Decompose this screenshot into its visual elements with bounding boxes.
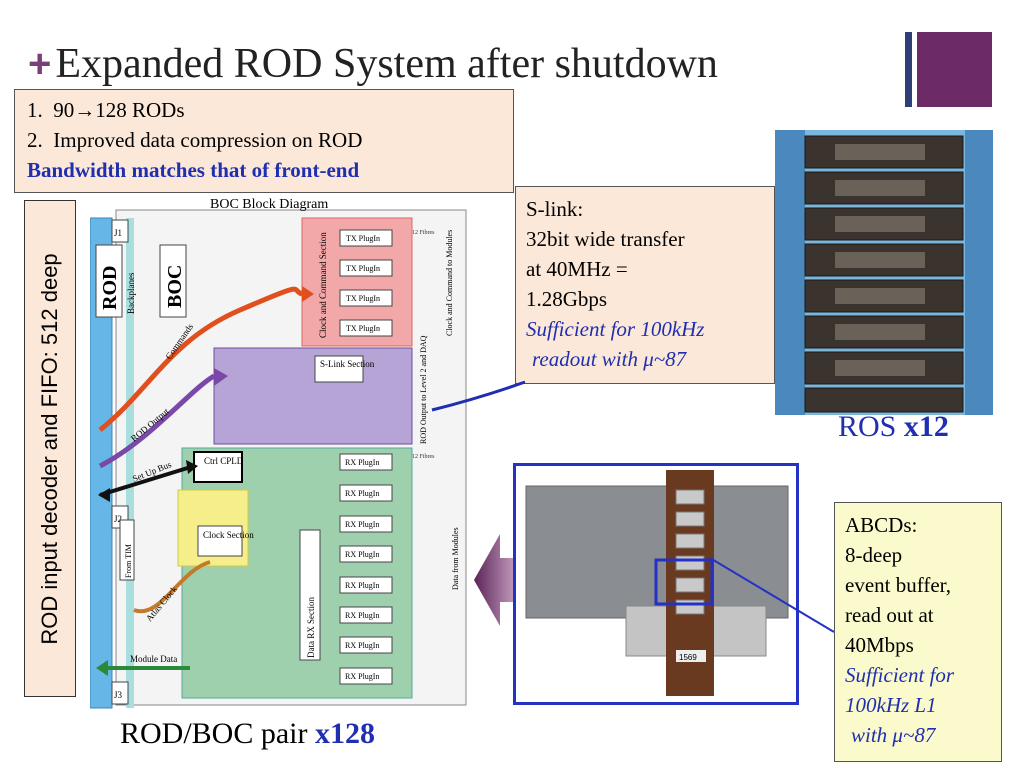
fibres-label-1: 12 Fibres [412,230,435,236]
slide-title: +Expanded ROD System after shutdown [28,38,718,90]
j1-label: J1 [114,228,122,238]
boc-label: BOC [164,265,186,308]
rodboc-caption: ROD/BOC pair x128 [120,717,375,751]
slink-line-5: Sufficient for 100kHz [526,317,705,341]
summary-item-2-text: Improved data compression on ROD [53,128,363,152]
slink-line-6: readout with μ~87 [532,347,687,371]
module-data-label: Module Data [130,654,177,664]
module-label: 1569 [679,653,697,662]
abcd-module-photo: 1569 [513,463,799,705]
clock-command-label: Clock and Command Section [318,232,328,338]
slink-line-1: S-link: [526,197,584,221]
rx-plugin-1: RX PlugIn [345,458,379,467]
left-arrow-icon [474,534,518,626]
rodboc-caption-count: x128 [315,717,375,750]
backplane-strip [126,218,134,708]
rx-plugin-4: RX PlugIn [345,550,379,559]
from-tim-label: From TIM [124,544,133,578]
abcd-highlight-box [654,558,714,606]
abcd-line-7: 100kHz L1 [845,693,937,717]
data-from-label: Data from Modules [451,527,460,590]
commands-arrow [98,286,304,432]
fifo-side-label-text: ROD input decoder and FIFO: 512 deep [37,252,62,645]
summary-emphasis: Bandwidth matches that of front-end [27,158,360,182]
data-rx-label: Data RX Section [306,597,316,658]
setup-bus-arrow [99,464,195,497]
abcd-connector-line [709,557,835,633]
slink-section [213,347,413,445]
abcd-line-6: Sufficient for [845,663,955,687]
rod-output-arrow [98,373,216,469]
rx-plugin-5: RX PlugIn [345,581,379,590]
summary-item-1-text: 90→128 RODs [53,98,185,122]
j3-label: J3 [114,690,123,700]
slink-line-2: 32bit wide transfer [526,227,685,251]
tx-plugin-2: TX PlugIn [346,264,380,273]
decorative-bar-blue [905,32,912,107]
diagram-title: BOC Block Diagram [210,197,328,212]
tx-plugin-3: TX PlugIn [346,294,380,303]
clock-command-to-label: Clock and Command to Modules [445,230,454,336]
rod-output-label: ROD Output to Level 2 and DAQ [419,335,428,444]
summary-box: 1. 90→128 RODs 2. Improved data compress… [14,89,514,193]
rodboc-caption-text: ROD/BOC pair [120,717,315,750]
atlas-clock-arrow [133,560,211,614]
tx-plugin-4: TX PlugIn [346,324,380,333]
ctrl-cpld-label: Ctrl CPLD [204,456,244,466]
slink-line-4: 1.28Gbps [526,287,608,311]
slide-title-text: Expanded ROD System after shutdown [55,41,718,87]
fibres-label-2: 12 Fibres [412,454,435,460]
ros-caption: ROS x12 [838,410,949,444]
ros-caption-count: x12 [903,410,949,443]
rod-label: ROD [99,266,121,310]
decorative-square-purple [917,32,992,107]
abcd-line-1: ABCDs: [845,513,918,537]
abcd-info-box: ABCDs: 8-deep event buffer, read out at … [834,502,1002,762]
abcd-line-5: 40Mbps [845,633,914,657]
slink-section-label: S-Link Section [320,359,375,369]
module-illustration: 1569 [525,470,789,696]
slink-connector-line [431,380,526,412]
j2-label: J2 [114,514,122,524]
slink-line-3: at 40MHz = [526,257,628,281]
summary-item-2-number: 2. [27,128,43,152]
fifo-side-label: ROD input decoder and FIFO: 512 deep [24,200,76,697]
ctrl-cpld-box [193,451,243,483]
rx-plugin-6: RX PlugIn [345,611,379,620]
abcd-line-3: event buffer, [845,573,952,597]
tx-plugin-1: TX PlugIn [346,234,380,243]
rx-plugin-2: RX PlugIn [345,489,379,498]
abcd-line-4: read out at [845,603,934,627]
abcd-line-8: with μ~87 [851,723,936,747]
summary-item-1: 1. 90→128 RODs [27,98,185,123]
ros-caption-text: ROS [838,410,904,443]
ros-rack-photo [775,130,993,415]
summary-item-1-number: 1. [27,98,43,122]
boc-block-diagram: J1 J2 J3 ROD Backplanes BOC BOC Block Di… [90,197,467,709]
rx-plugin-7: RX PlugIn [345,641,379,650]
rx-plugin-3: RX PlugIn [345,520,379,529]
rx-plugin-8: RX PlugIn [345,672,379,681]
summary-item-2: 2. Improved data compression on ROD [27,128,362,153]
plus-icon: + [28,42,52,86]
abcd-line-2: 8-deep [845,543,903,567]
clock-section-label: Clock Section [203,530,254,540]
backplanes-label: Backplanes [126,272,136,314]
slink-info-box: S-link: 32bit wide transfer at 40MHz = 1… [515,186,775,384]
